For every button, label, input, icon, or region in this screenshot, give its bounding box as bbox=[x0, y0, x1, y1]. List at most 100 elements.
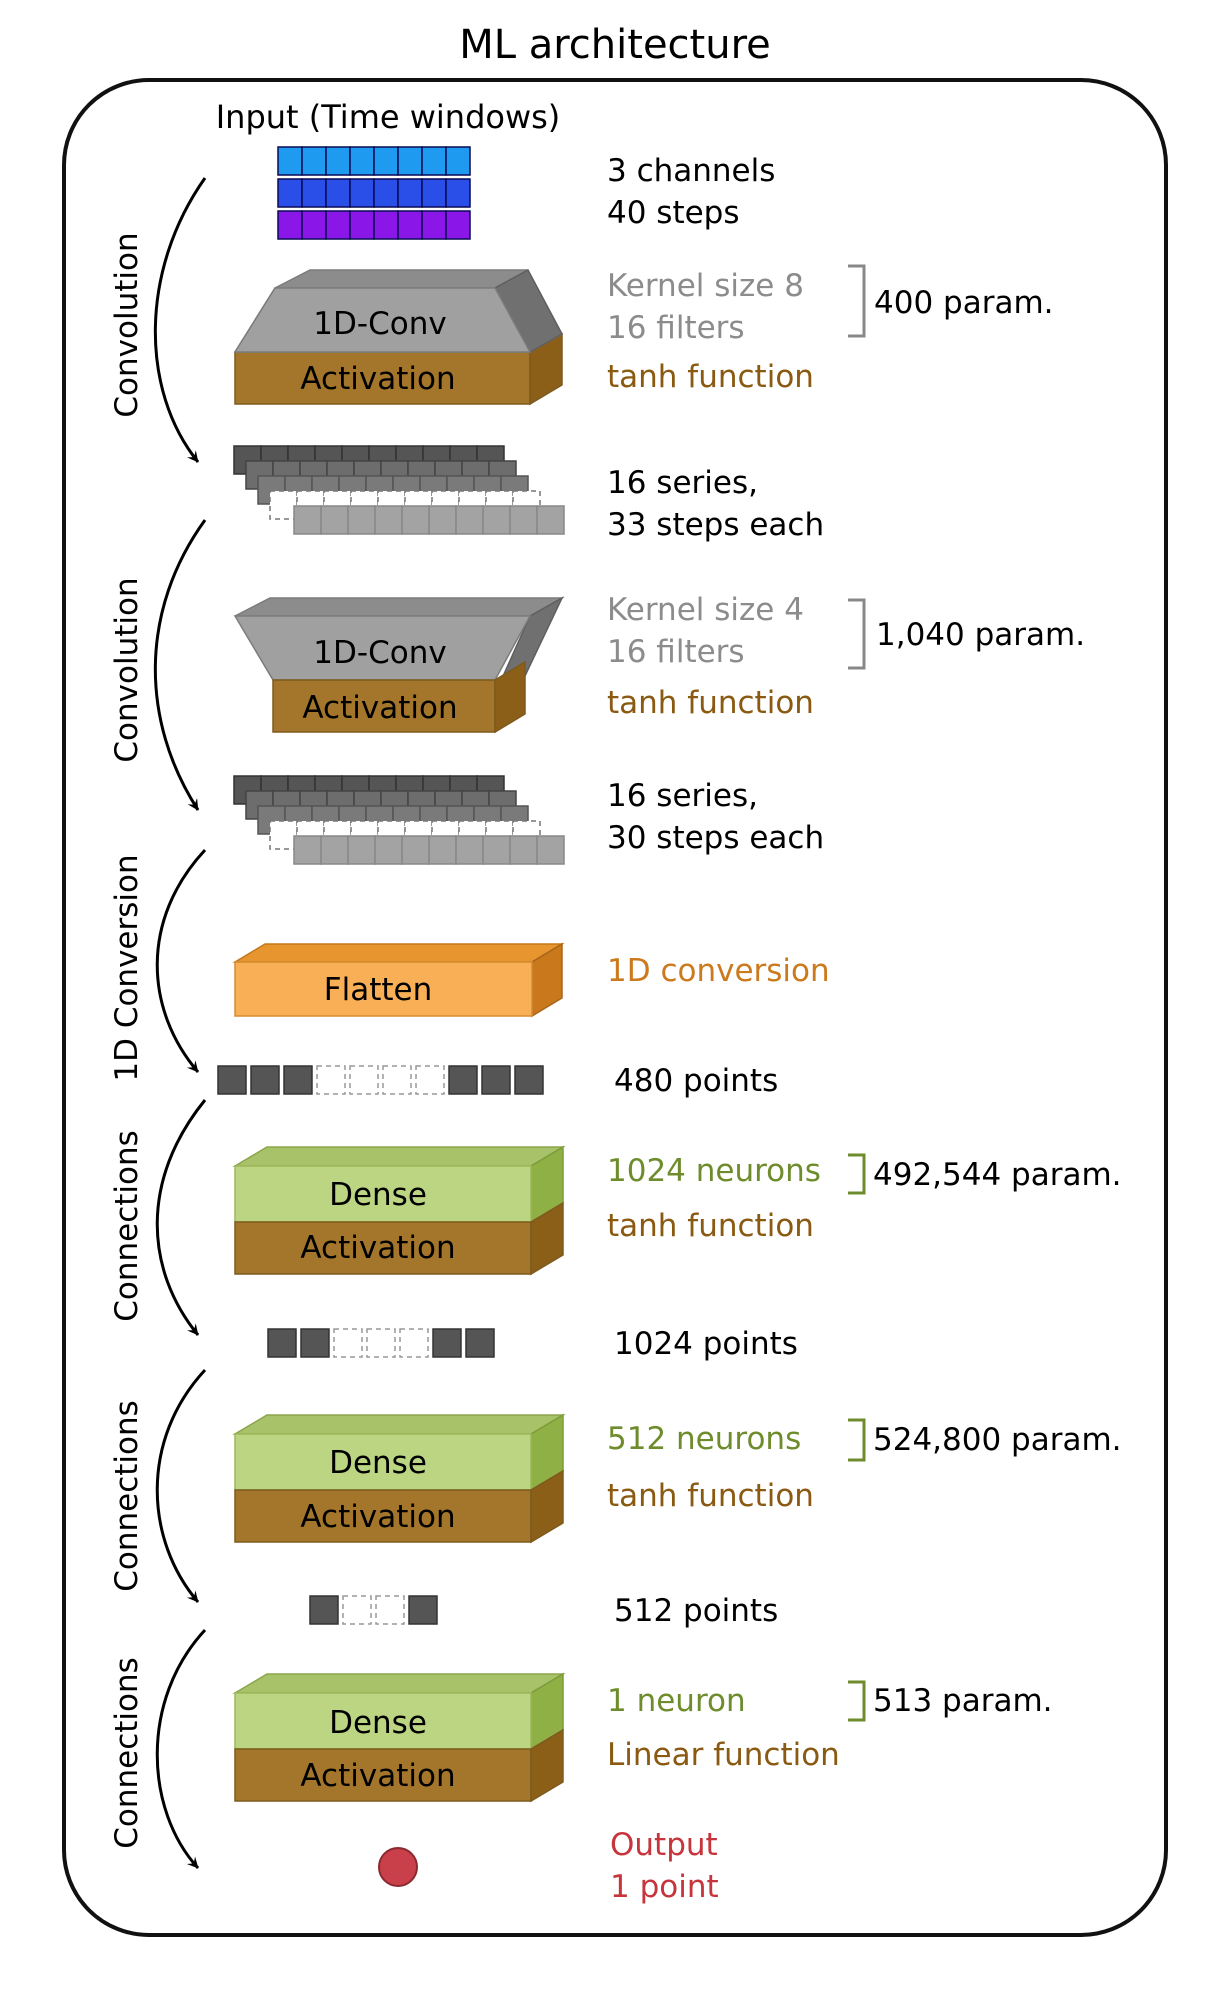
series-cell bbox=[293, 505, 322, 535]
channel-cell bbox=[325, 178, 351, 208]
side-label-connections-2: Connections bbox=[109, 1400, 145, 1592]
channel-cell bbox=[397, 146, 423, 176]
dense2-output-shape: 512 points bbox=[614, 1593, 778, 1629]
series-cell bbox=[536, 835, 565, 865]
channel-cell bbox=[397, 178, 423, 208]
dense2-output-points bbox=[309, 1595, 438, 1625]
point-cell bbox=[309, 1595, 339, 1625]
channel-cell bbox=[325, 210, 351, 240]
channel-cell bbox=[349, 210, 375, 240]
conv1-description: Kernel size 8 16 filters tanh function 4… bbox=[607, 264, 1054, 395]
conv2-output-shape: 16 series, 30 steps each bbox=[607, 778, 824, 856]
point-cell bbox=[465, 1328, 495, 1358]
channel-cell bbox=[277, 146, 303, 176]
svg-text:Kernel size 8: Kernel size 8 bbox=[607, 268, 804, 304]
point-cell bbox=[399, 1328, 429, 1358]
conv2-activation-label: Activation bbox=[302, 690, 457, 726]
dense1-description: 1024 neurons tanh function 492,544 param… bbox=[607, 1153, 1122, 1244]
svg-text:16 series,: 16 series, bbox=[607, 465, 758, 501]
svg-text:Kernel size 4: Kernel size 4 bbox=[607, 592, 804, 628]
point-cell bbox=[432, 1328, 462, 1358]
channel-cell bbox=[301, 210, 327, 240]
dense1-output-points bbox=[267, 1328, 495, 1358]
arrow-5 bbox=[155, 1368, 207, 1603]
side-label-convolution-1: Convolution bbox=[109, 232, 145, 417]
channel-cell bbox=[325, 146, 351, 176]
series-cell bbox=[320, 835, 349, 865]
channel-cell bbox=[373, 146, 399, 176]
dense1-output-shape: 1024 points bbox=[614, 1326, 798, 1362]
series-cell bbox=[374, 835, 403, 865]
flow-arrows bbox=[153, 177, 207, 1870]
dense3-activation-label: Activation bbox=[300, 1758, 455, 1794]
flatten-label: Flatten bbox=[324, 972, 432, 1008]
point-cell bbox=[267, 1328, 297, 1358]
conv1-bracket bbox=[848, 264, 866, 338]
conv1-top-label: 1D-Conv bbox=[313, 306, 446, 342]
dense2-top-label: Dense bbox=[329, 1445, 427, 1481]
channel-cell bbox=[277, 178, 303, 208]
dense3-activation-function: Linear function bbox=[607, 1737, 840, 1773]
point-cell bbox=[342, 1595, 372, 1625]
point-cell bbox=[300, 1328, 330, 1358]
svg-text:1024 neurons: 1024 neurons bbox=[607, 1153, 821, 1189]
output-point bbox=[378, 1847, 418, 1887]
conv1-activation-function: tanh function bbox=[607, 359, 814, 395]
series-cell bbox=[293, 835, 322, 865]
channel-cell bbox=[349, 178, 375, 208]
arrow-4 bbox=[155, 1099, 207, 1336]
side-label-convolution-2: Convolution bbox=[109, 577, 145, 762]
dense1-layer: Dense Activation bbox=[232, 1145, 566, 1276]
conv2-bracket bbox=[848, 598, 866, 670]
channel-cell bbox=[277, 210, 303, 240]
channel-cell bbox=[421, 210, 447, 240]
conv2-layer: 1D-Conv Activation bbox=[233, 596, 565, 734]
series-cell bbox=[320, 505, 349, 535]
svg-text:16 filters: 16 filters bbox=[607, 634, 745, 670]
arrow-2 bbox=[153, 519, 207, 811]
series-cell bbox=[536, 505, 565, 535]
svg-text:512 neurons: 512 neurons bbox=[607, 1421, 801, 1457]
conv1-params: 400 param. bbox=[874, 285, 1054, 321]
point-cell bbox=[408, 1595, 438, 1625]
conv2-top-label: 1D-Conv bbox=[313, 635, 446, 671]
channel-cell bbox=[445, 210, 471, 240]
dense2-layer: Dense Activation bbox=[232, 1413, 566, 1544]
dense1-activation-function: tanh function bbox=[607, 1208, 814, 1244]
conv1-layer: 1D-Conv Activation bbox=[233, 268, 564, 406]
dense3-params: 513 param. bbox=[873, 1683, 1053, 1719]
point-cell bbox=[514, 1065, 544, 1095]
outer-frame bbox=[62, 78, 1168, 1937]
flatten-description: 1D conversion bbox=[607, 953, 830, 989]
dense1-bracket bbox=[848, 1153, 866, 1195]
series-cell bbox=[374, 505, 403, 535]
series-cell bbox=[428, 505, 457, 535]
svg-text:1 neuron: 1 neuron bbox=[607, 1683, 746, 1719]
dense2-params: 524,800 param. bbox=[873, 1422, 1122, 1458]
conv1-output-shape: 16 series, 33 steps each bbox=[607, 465, 824, 543]
input-channels bbox=[277, 146, 471, 240]
channel-cell bbox=[373, 178, 399, 208]
dense1-top-label: Dense bbox=[329, 1177, 427, 1213]
arrow-1 bbox=[153, 177, 207, 463]
conv2-description: Kernel size 4 16 filters tanh function 1… bbox=[607, 592, 1085, 721]
channel-cell bbox=[349, 146, 375, 176]
side-label-connections-3: Connections bbox=[109, 1657, 145, 1849]
svg-text:3 channels: 3 channels bbox=[607, 153, 775, 189]
channel-cell bbox=[445, 146, 471, 176]
series-cell bbox=[269, 490, 298, 520]
point-cell bbox=[375, 1595, 405, 1625]
flatten-output-shape: 480 points bbox=[614, 1063, 778, 1099]
svg-text:1 point: 1 point bbox=[610, 1869, 719, 1905]
conv1-output-series bbox=[233, 445, 565, 535]
arrow-6 bbox=[155, 1628, 207, 1870]
series-cell bbox=[509, 505, 538, 535]
series-cell bbox=[401, 835, 430, 865]
point-cell bbox=[217, 1065, 247, 1095]
dense2-activation-label: Activation bbox=[300, 1499, 455, 1535]
point-cell bbox=[349, 1065, 379, 1095]
channel-cell bbox=[373, 210, 399, 240]
series-cell bbox=[455, 835, 484, 865]
channel-cell bbox=[397, 210, 423, 240]
